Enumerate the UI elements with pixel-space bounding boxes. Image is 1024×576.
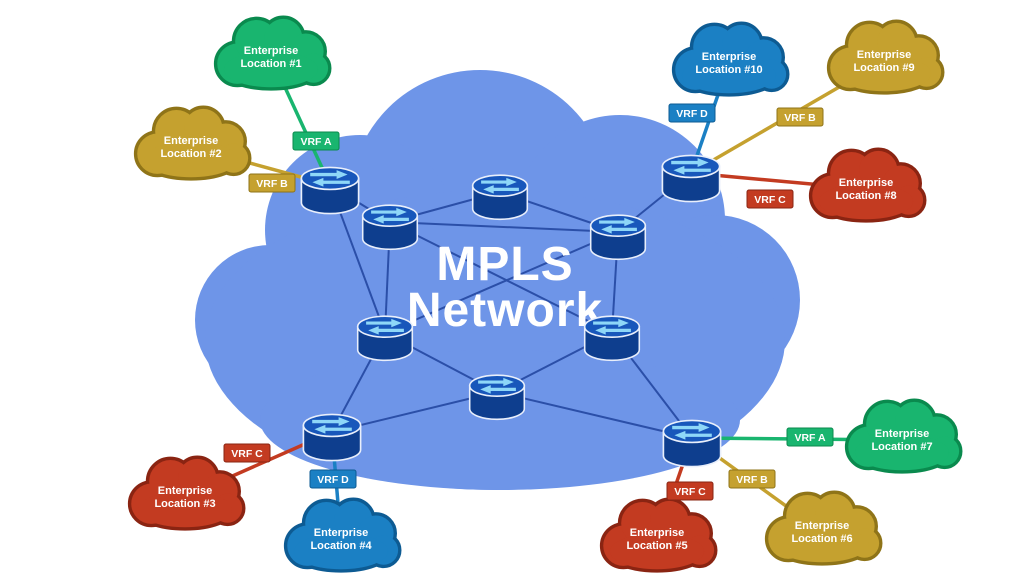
- enterprise-location-8: Enterprise Location #8: [812, 151, 923, 219]
- location-label-line1: Enterprise: [164, 135, 218, 147]
- enterprise-locations: Enterprise Location #1 Enterprise Locati…: [131, 19, 959, 569]
- mesh-link: [389, 221, 619, 233]
- pe-router-bottom-right: [662, 419, 722, 468]
- vrf-label-location-1: VRF A: [292, 131, 340, 151]
- vrf-badge-text: VRF D: [676, 108, 708, 120]
- mesh-link: [384, 231, 619, 334]
- enterprise-location-7: Enterprise Location #7: [848, 402, 959, 470]
- location-label-line1: Enterprise: [314, 527, 368, 539]
- vrf-badge: [776, 107, 824, 127]
- vrf-label-location-9: VRF B: [776, 107, 824, 127]
- diagram-title-line1: MPLS: [436, 238, 573, 291]
- vrf-label-location-5: VRF C: [666, 481, 714, 501]
- location-label-line2: Location #3: [154, 498, 215, 510]
- vrf-label-location-6: VRF B: [728, 469, 776, 489]
- vrf-badge-text: VRF C: [231, 448, 263, 460]
- enterprise-location-2: Enterprise Location #2: [137, 109, 248, 177]
- enterprise-location-9: Enterprise Location #9: [830, 23, 941, 91]
- location-label-line1: Enterprise: [875, 428, 929, 440]
- location-label-line2: Location #2: [160, 148, 221, 160]
- pe-router-top-left: [300, 166, 360, 215]
- enterprise-location-5: Enterprise Location #5: [603, 501, 714, 569]
- vrf-badge-text: VRF A: [794, 432, 826, 444]
- location-label-line1: Enterprise: [630, 527, 684, 539]
- core-router-4: [356, 315, 414, 362]
- location-label-line2: Location #10: [695, 64, 762, 76]
- enterprise-location-6: Enterprise Location #6: [768, 494, 879, 562]
- vrf-label-location-4: VRF D: [309, 469, 357, 489]
- location-label-line2: Location #7: [871, 441, 932, 453]
- mesh-link: [389, 221, 613, 334]
- location-label-line1: Enterprise: [839, 177, 893, 189]
- location-label-line2: Location #1: [240, 58, 301, 70]
- vrf-badge: [786, 427, 834, 447]
- vrf-badge: [666, 481, 714, 501]
- vrf-badge: [746, 189, 794, 209]
- vrf-label-location-8: VRF C: [746, 189, 794, 209]
- core-router-6: [468, 374, 526, 421]
- pe-router-bottom-left: [302, 413, 362, 462]
- core-router-2: [471, 174, 529, 221]
- vrf-badge: [309, 469, 357, 489]
- vrf-badge-text: VRF C: [674, 486, 706, 498]
- vrf-badge-text: VRF A: [300, 136, 332, 148]
- location-label-line2: Location #6: [791, 533, 852, 545]
- location-label-line1: Enterprise: [857, 49, 911, 61]
- core-router-5: [583, 315, 641, 362]
- pe-router-top-right: [661, 154, 721, 203]
- enterprise-location-4: Enterprise Location #4: [287, 501, 398, 569]
- location-label-line2: Location #9: [853, 62, 914, 74]
- diagram-title-line2: Network: [407, 284, 603, 337]
- core-router-3: [589, 214, 647, 261]
- enterprise-location-10: Enterprise Location #10: [675, 25, 786, 93]
- vrf-badge-text: VRF C: [754, 194, 786, 206]
- vrf-label-location-2: VRF B: [248, 173, 296, 193]
- vrf-label-location-10: VRF D: [668, 103, 716, 123]
- vrf-badge: [292, 131, 340, 151]
- vrf-badge-text: VRF B: [256, 178, 288, 190]
- location-label-line1: Enterprise: [244, 45, 298, 57]
- vrf-badge-text: VRF B: [736, 474, 768, 486]
- vrf-badge: [248, 173, 296, 193]
- location-label-line2: Location #8: [835, 190, 896, 202]
- vrf-label-location-3: VRF C: [223, 443, 271, 463]
- vrf-badge: [728, 469, 776, 489]
- vrf-badge-text: VRF D: [317, 474, 349, 486]
- location-label-line1: Enterprise: [702, 51, 756, 63]
- vrf-labels: VRF A VRF B VRF C VRF D VRF C VRF B VRF …: [223, 103, 834, 501]
- core-router-1: [361, 204, 419, 251]
- location-label-line1: Enterprise: [795, 520, 849, 532]
- mesh-link: [496, 391, 693, 439]
- enterprise-location-3: Enterprise Location #3: [131, 459, 242, 527]
- location-label-line1: Enterprise: [158, 485, 212, 497]
- vrf-badge: [668, 103, 716, 123]
- location-label-line2: Location #4: [310, 540, 372, 552]
- vrf-badge: [223, 443, 271, 463]
- vrf-badge-text: VRF B: [784, 112, 816, 124]
- enterprise-location-1: Enterprise Location #1: [217, 19, 328, 87]
- vrf-label-location-7: VRF A: [786, 427, 834, 447]
- location-label-line2: Location #5: [626, 540, 687, 552]
